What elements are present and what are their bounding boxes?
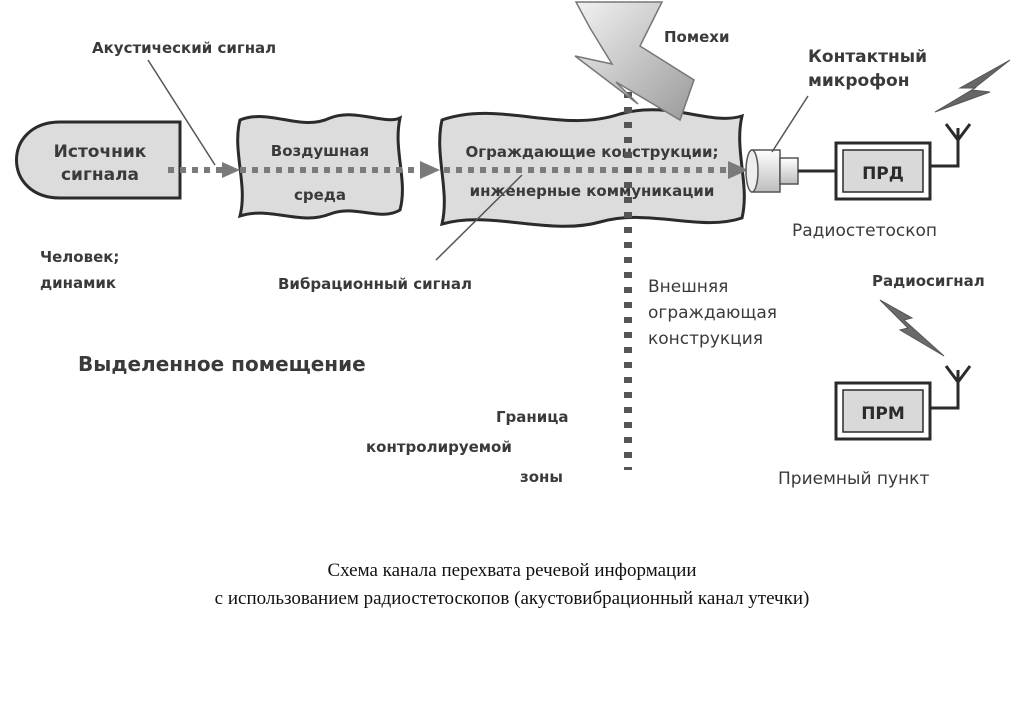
enclosing-structures-label-line1: Ограждающие конструкции;	[466, 143, 719, 161]
contact-microphone-label-line1: Контактный	[808, 47, 927, 67]
external-structure-label-line2: ограждающая	[648, 303, 777, 323]
receiver-label: ПРМ	[861, 404, 905, 424]
receiver-node: ПРМ	[834, 381, 932, 441]
interference-lightning-icon	[574, 1, 695, 122]
vibration-signal-leader	[435, 174, 523, 261]
transmitter-node: ПРД	[834, 141, 932, 201]
acoustic-signal-leader	[147, 59, 216, 166]
boundary-label-line2: контролируемой	[366, 438, 512, 456]
boundary-label-line1: Граница	[496, 408, 569, 426]
flow-arrow-2	[420, 161, 440, 179]
air-medium-label-line2: среда	[294, 186, 346, 204]
contact-microphone-leader	[771, 95, 809, 153]
caption-line2: с использованием радиостетоскопов (акуст…	[214, 588, 810, 609]
enclosing-structures-label-line2: инженерные коммуникации	[470, 182, 715, 200]
signal-source-label-line1: Источник	[54, 142, 147, 162]
radio-stethoscope-label: Радиостетоскоп	[792, 221, 937, 241]
radio-signal-label: Радиосигнал	[872, 272, 985, 290]
radio-emission-icon-upper	[934, 59, 1011, 113]
signal-source-label-line2: сигнала	[61, 165, 139, 185]
receiver-antenna-icon	[930, 365, 972, 410]
flow-arrow-3	[728, 161, 748, 179]
person-label-line2: динамик	[40, 274, 116, 292]
caption-line1: Схема канала перехвата речевой информаци…	[327, 560, 697, 581]
acoustic-signal-flow	[168, 161, 748, 179]
radio-signal-lightning-icon	[879, 299, 945, 357]
transmitter-label: ПРД	[862, 164, 904, 184]
air-medium-label-line1: Воздушная	[271, 142, 369, 160]
air-medium-node: Воздушная среда	[236, 113, 404, 220]
receiving-point-label: Приемный пункт	[778, 469, 929, 489]
transmitter-antenna-icon	[930, 123, 972, 168]
boundary-label-line3: зоны	[520, 468, 563, 486]
contact-microphone-icon	[745, 149, 836, 193]
person-label-line1: Человек;	[40, 248, 119, 266]
external-structure-label-line3: конструкция	[648, 329, 763, 349]
acoustic-signal-label: Акустический сигнал	[92, 39, 276, 57]
interference-label: Помехи	[664, 28, 729, 46]
dedicated-room-label: Выделенное помещение	[78, 352, 366, 376]
flow-arrow-1	[222, 162, 240, 178]
contact-microphone-label-line2: микрофон	[808, 71, 910, 91]
signal-source-node: Источник сигнала	[15, 120, 182, 200]
vibration-signal-label: Вибрационный сигнал	[278, 275, 472, 293]
external-structure-label-line1: Внешняя	[648, 277, 728, 297]
